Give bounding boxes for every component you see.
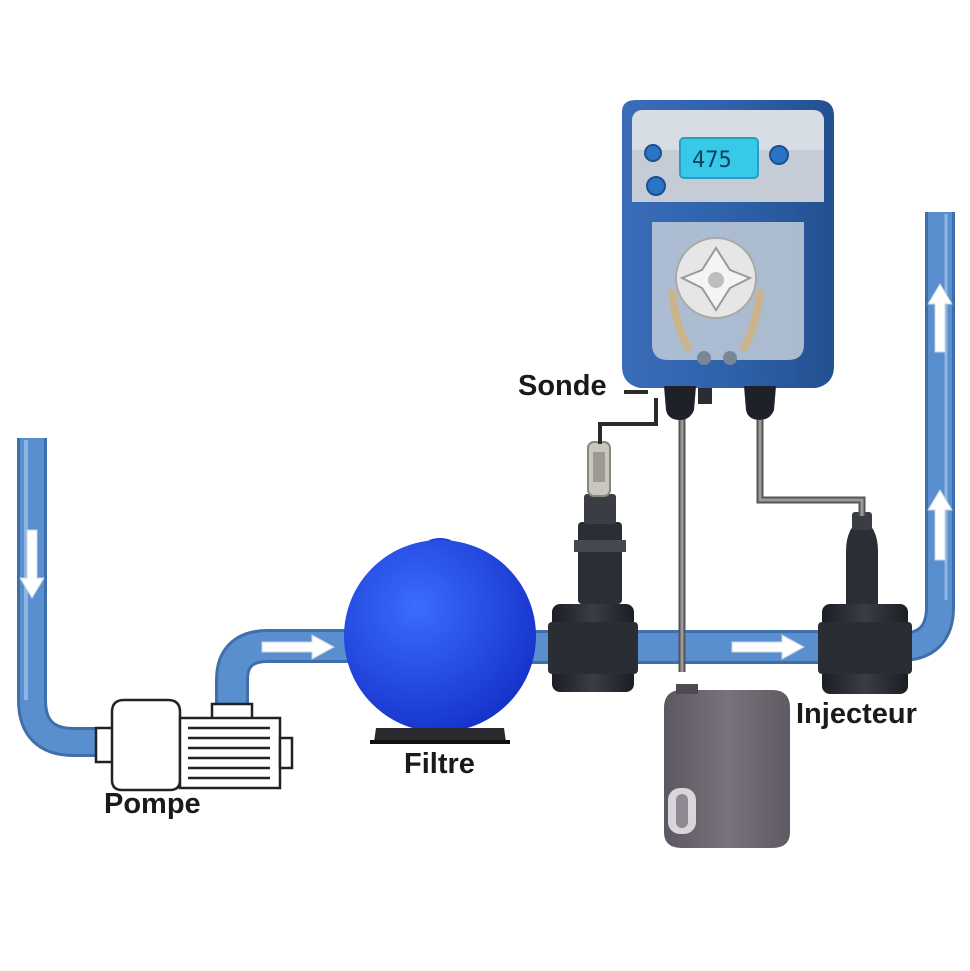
pump — [94, 698, 294, 792]
display-value: 475 — [692, 148, 732, 173]
chemical-tank — [664, 684, 790, 848]
label-pompe: Pompe — [104, 788, 201, 820]
injection-tube — [756, 420, 866, 516]
probe-valve — [548, 441, 638, 692]
controller-display: 475 — [679, 137, 759, 179]
return-pipe — [880, 212, 955, 662]
pump-outlet-pipe — [215, 629, 350, 712]
inlet-pipe — [17, 438, 112, 757]
peristaltic-pump-head — [652, 222, 804, 365]
injector-valve — [818, 512, 912, 694]
label-sonde: Sonde — [518, 370, 607, 402]
label-filtre: Filtre — [404, 748, 475, 780]
flow-arrow-down-icon — [19, 529, 45, 599]
probe-cable — [598, 390, 658, 444]
filter-tank — [344, 538, 536, 744]
flow-arrow-up-icon — [927, 283, 953, 353]
controller-fittings — [664, 386, 776, 420]
flow-arrow-up-icon — [927, 489, 953, 561]
flow-arrow-right-icon — [261, 634, 336, 660]
flow-arrow-right-icon — [731, 634, 806, 660]
controller-button[interactable] — [646, 176, 666, 196]
controller-button[interactable] — [769, 145, 789, 165]
controller-button[interactable] — [644, 144, 662, 162]
label-injecteur: Injecteur — [796, 698, 917, 730]
